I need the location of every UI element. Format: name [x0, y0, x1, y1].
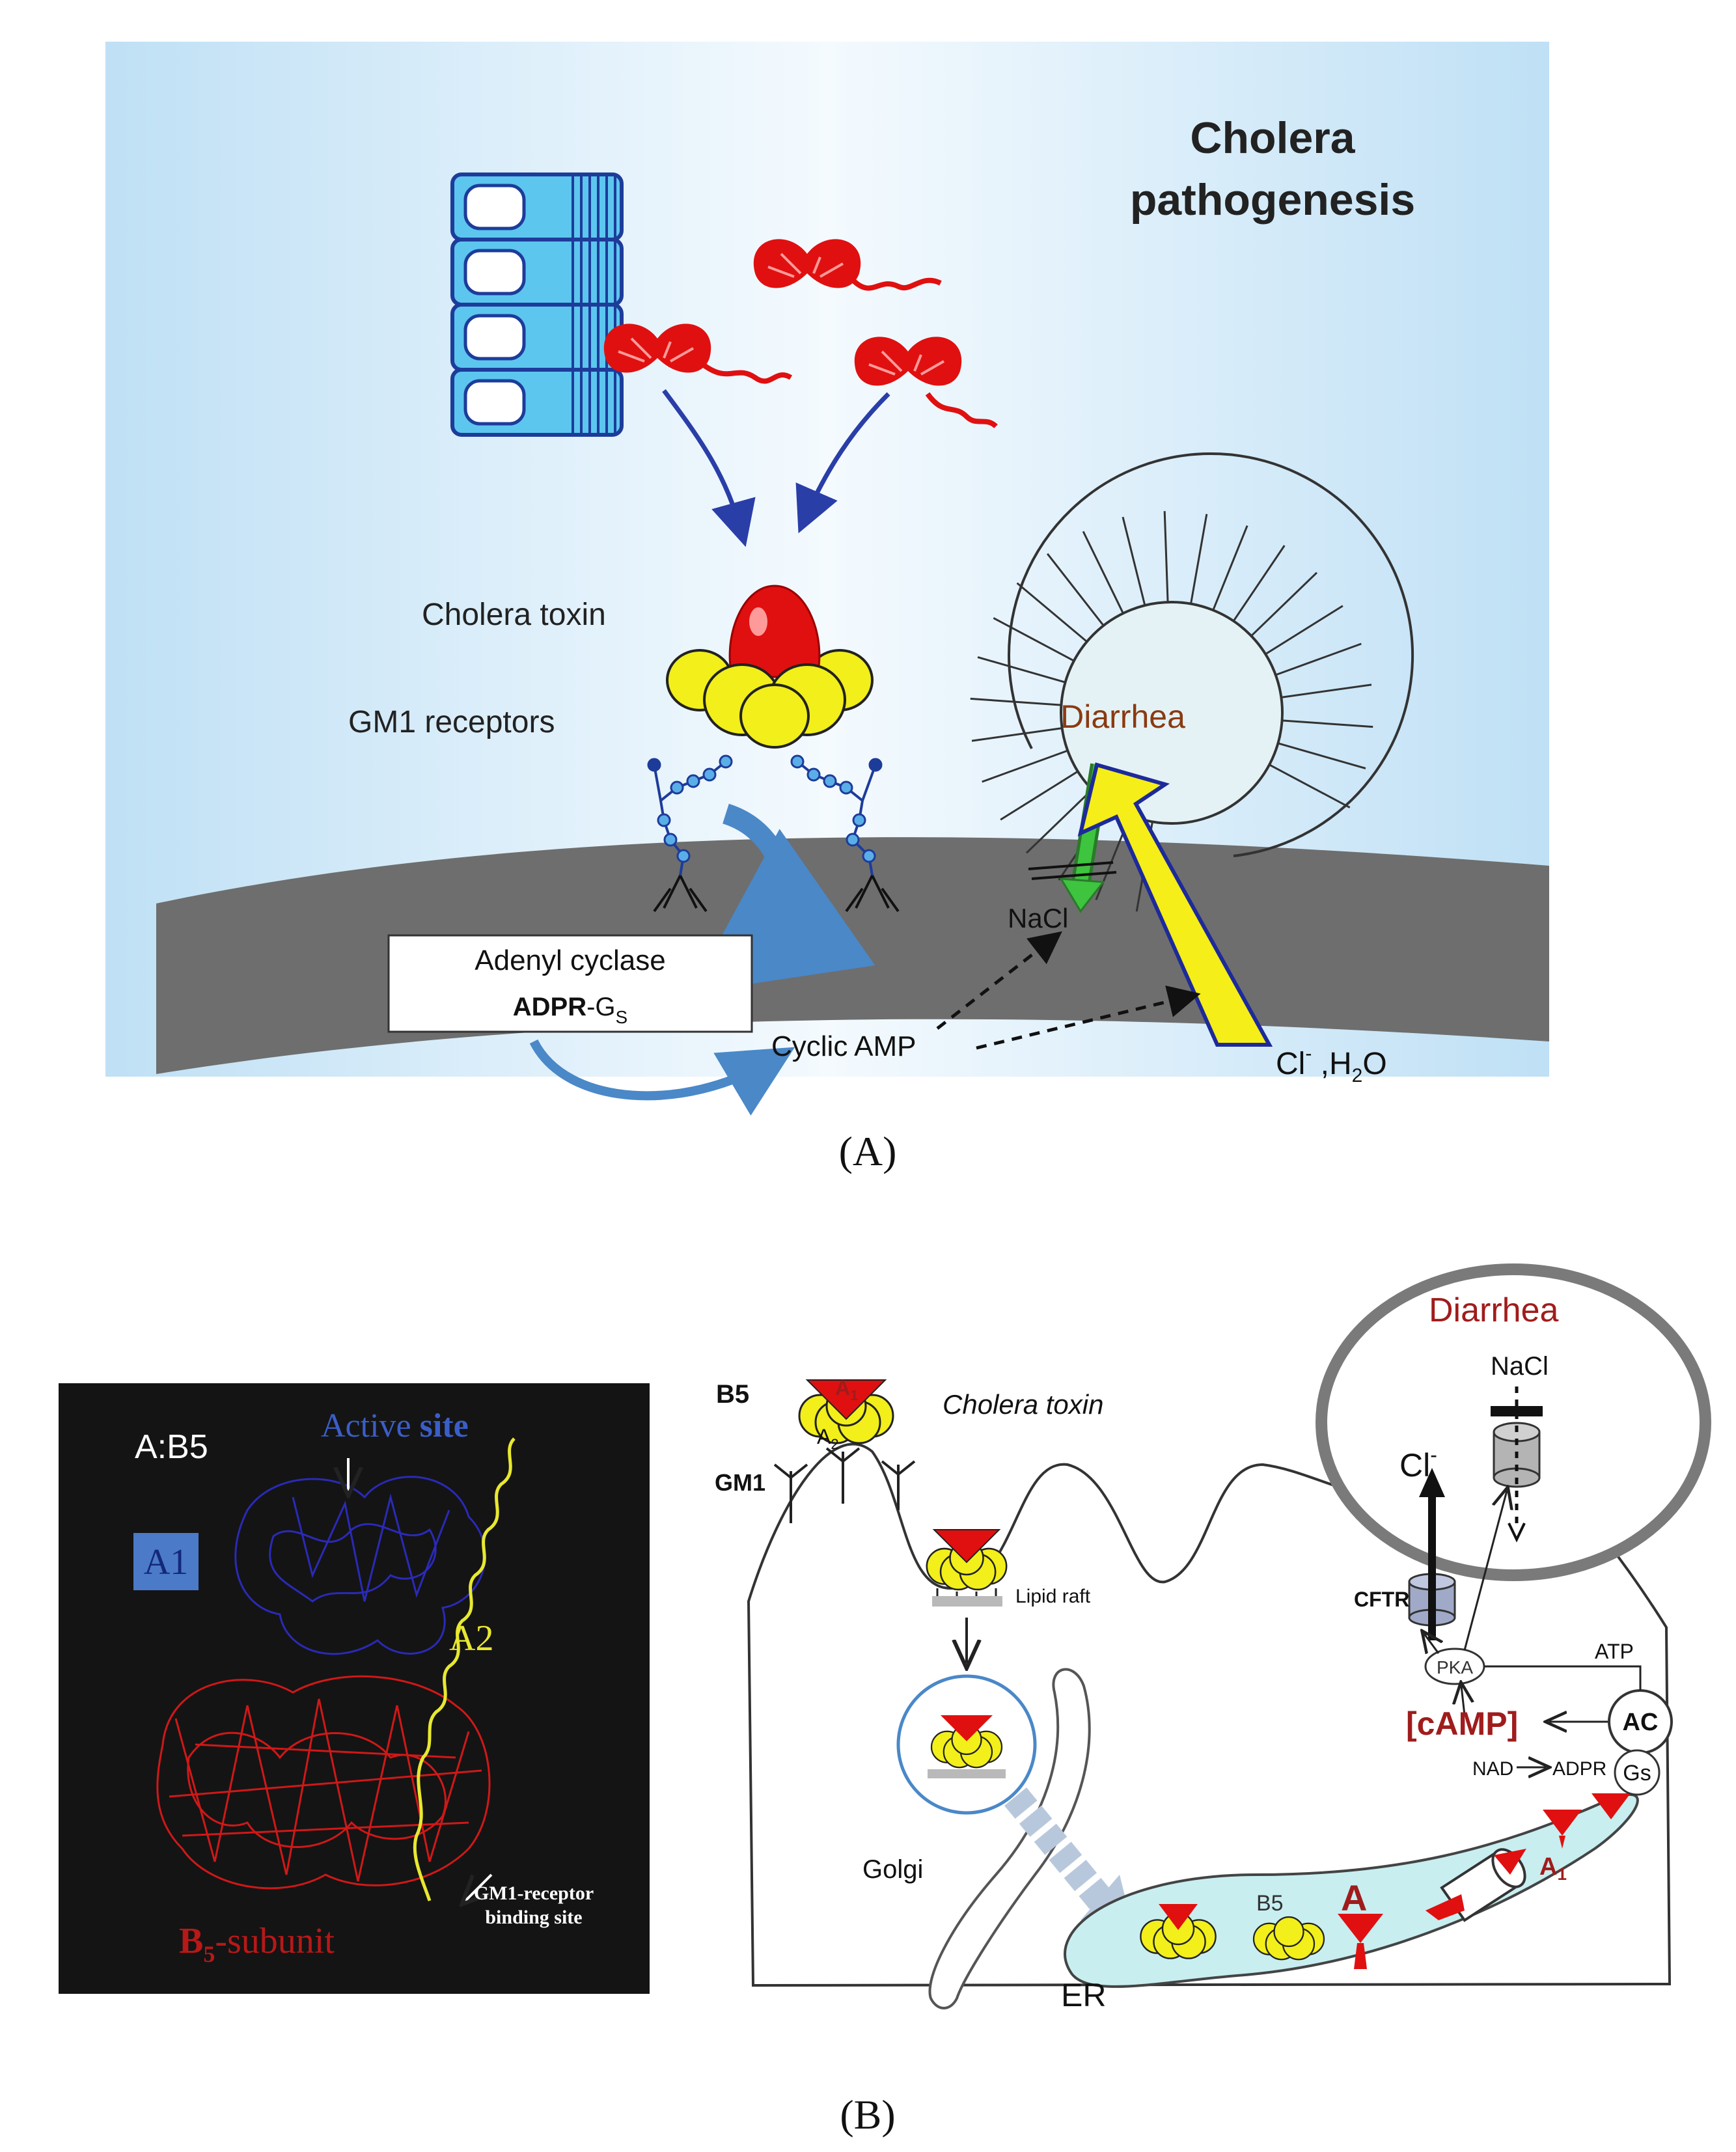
epithelial-cells	[450, 172, 624, 437]
gs-label-b: Gs	[1623, 1761, 1651, 1786]
adpr-gs-label: ADPR-GS	[513, 993, 627, 1027]
villus-ray	[1265, 605, 1343, 655]
ac-label: AC	[1623, 1709, 1659, 1736]
a1-label: A1	[144, 1542, 188, 1582]
gm1-binding-site-label-2: binding site	[485, 1907, 582, 1928]
villus-ray	[1282, 719, 1373, 728]
villus-ray	[1000, 770, 1079, 821]
a2-helix	[413, 1437, 516, 1901]
villus-ray	[1163, 511, 1169, 603]
cytosol-a1-1	[1543, 1810, 1582, 1849]
villus-ray	[993, 617, 1075, 662]
gm1-receptors-label: GM1 receptors	[348, 705, 555, 739]
arrow-dashed-camp-to-nacl	[936, 931, 1062, 1030]
b5-subunit-label: B5-subunit	[179, 1921, 335, 1967]
panel-a-title-line2: pathogenesis	[1130, 175, 1415, 225]
a-label-er: A	[1341, 1877, 1367, 1918]
pka-label: PKA	[1437, 1657, 1473, 1677]
villus-ray	[1122, 516, 1146, 606]
gm1-binding-site-label-1: GM1-receptor	[474, 1883, 594, 1904]
caption-a: (A)	[839, 1128, 897, 1174]
cholera-toxin-b	[798, 1379, 894, 1444]
vibrio-bacterium-3	[853, 335, 998, 429]
arrow-toxin-to-adenyl-cyclase	[691, 803, 875, 993]
a2-label: A2	[449, 1618, 493, 1659]
a1-label-box	[133, 1533, 199, 1590]
cyclic-amp-label: Cyclic AMP	[771, 1030, 916, 1062]
golgi-label: Golgi	[862, 1855, 923, 1884]
villus-ray	[1250, 572, 1318, 637]
caption-b: (B)	[840, 2091, 895, 2138]
a2-label-b: A2	[817, 1425, 839, 1452]
cftr-label: CFTR	[1354, 1588, 1409, 1611]
villus-ray	[971, 727, 1062, 742]
active-site-label: Active site	[321, 1407, 469, 1444]
villus-ray	[1269, 764, 1351, 808]
gm1-binding-site-arrow	[465, 1873, 493, 1901]
villus-ray	[1046, 553, 1105, 626]
camp-label: [cAMP]	[1406, 1705, 1518, 1742]
villus-ray	[1278, 742, 1366, 769]
villus-ray	[1275, 642, 1362, 676]
gm1-receptor-left	[647, 754, 733, 913]
arrow-adpr-to-cyclic-amp	[529, 1039, 795, 1116]
ab5-label: A:B5	[135, 1428, 208, 1466]
endosome-toxin	[930, 1715, 1003, 1769]
villus-ray	[1016, 582, 1088, 642]
arrow-camp-to-pka	[1461, 1686, 1465, 1716]
vibrio-bacterium-1	[602, 322, 793, 384]
lipid-raft-bar	[932, 1596, 1002, 1607]
cholera-toxin-molecule	[666, 585, 874, 749]
er-a-subunit	[1338, 1914, 1383, 1969]
diarrhea-label-a: Diarrhea	[1060, 698, 1185, 735]
b5-label-er: B5	[1256, 1891, 1284, 1916]
adenyl-cyclase-box	[387, 934, 753, 1033]
vibrio-bacterium-2	[752, 238, 942, 291]
a1-subunit-ribbon	[234, 1476, 486, 1655]
arrow-bacteria-to-toxin-right	[795, 392, 890, 534]
er-label: ER	[1061, 1977, 1106, 2013]
nacl-block-bar	[1491, 1406, 1543, 1416]
arrow-bacteria-to-toxin-left	[662, 389, 756, 547]
villus-ray	[1190, 514, 1208, 604]
a1-top-label: A1	[835, 1376, 858, 1403]
gs-circle	[1614, 1749, 1660, 1796]
cytosol-a1-2	[1591, 1793, 1631, 1819]
cl-label-b: Cl-	[1399, 1443, 1437, 1483]
arrow-pka-to-cftr	[1424, 1634, 1439, 1653]
nacl-label-b: NaCl	[1491, 1352, 1549, 1381]
b5-label-b: B5	[716, 1380, 749, 1409]
b5-subunit-ribbon	[156, 1675, 491, 1890]
villus-ray	[1281, 683, 1372, 698]
adenyl-cyclase-label: Adenyl cyclase	[475, 945, 665, 976]
er-toxin-complete	[1140, 1904, 1217, 1959]
villus-ray	[1082, 531, 1124, 614]
villus-ray	[1025, 789, 1093, 854]
cl-h2o-label: Cl- ,H2O	[1276, 1043, 1387, 1086]
atp-label: ATP	[1595, 1640, 1634, 1663]
villus-ray	[982, 749, 1068, 783]
diarrhea-label-b: Diarrhea	[1429, 1291, 1558, 1329]
arrow-endosome-to-er	[1004, 1787, 1118, 1916]
gm1-forks-b	[773, 1447, 916, 1523]
golgi-apparatus	[928, 1668, 1091, 2009]
nacl-label-a: NaCl	[1008, 903, 1068, 933]
a1-label-er: A1	[1539, 1853, 1567, 1884]
panel-a-title-line1: Cholera	[1190, 113, 1355, 163]
cholera-toxin-label-b: Cholera toxin	[943, 1389, 1103, 1420]
arrow-dashed-camp-to-channel	[976, 985, 1201, 1050]
villus-ray	[970, 697, 1062, 706]
villus-ray	[977, 656, 1066, 683]
nad-label: NAD	[1472, 1758, 1513, 1780]
diarrhea-lumen	[970, 452, 1414, 912]
villus-ray	[1232, 545, 1286, 622]
villus-ray	[1212, 525, 1248, 611]
adpr-label-b: ADPR	[1552, 1758, 1606, 1780]
lipid-raft-label: Lipid raft	[1015, 1586, 1091, 1607]
gm1-label-b: GM1	[715, 1469, 765, 1496]
translocon-channel	[1426, 1848, 1526, 1922]
cholera-toxin-label: Cholera toxin	[422, 598, 606, 632]
arrow-pka-to-nacl	[1463, 1491, 1507, 1651]
